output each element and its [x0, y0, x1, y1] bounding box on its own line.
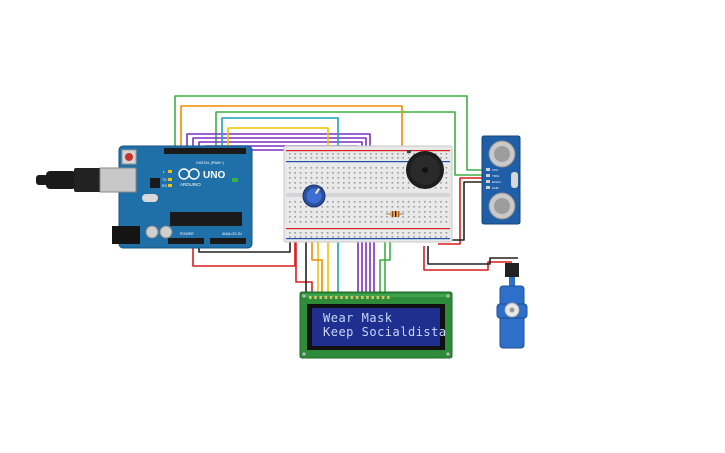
on-led — [232, 178, 238, 182]
breadboard-center-channel — [286, 193, 450, 197]
wire-green-top[interactable] — [174, 95, 482, 171]
usb-cable — [36, 168, 102, 192]
arduino-uno-board[interactable]: UNO ARDUINO DIGITAL (PWM~) ANALOG IN POW… — [36, 145, 253, 249]
wire-red-lcd[interactable] — [295, 242, 313, 298]
power-jack — [112, 226, 140, 244]
digital-header-label: DIGITAL (PWM~) — [196, 161, 224, 165]
piezo-buzzer[interactable] — [406, 150, 444, 189]
sensor-pins[interactable] — [486, 168, 490, 189]
sensor-pin-trig-label: TRIG — [492, 174, 500, 178]
breadboard-top-rail-positive — [286, 150, 450, 152]
power-header-label: POWER — [180, 232, 194, 236]
analog-header-label: ANALOG IN — [222, 232, 242, 236]
tx-led — [168, 178, 172, 181]
usb-chip — [150, 178, 160, 188]
rx-led — [168, 184, 172, 187]
sensor-crystal — [511, 172, 518, 188]
servo-connector — [505, 263, 519, 277]
wire-red-arduino[interactable] — [192, 240, 296, 267]
board-model-label: UNO — [203, 170, 225, 181]
potentiometer[interactable] — [302, 184, 326, 208]
wire-black-sensor[interactable] — [442, 181, 482, 241]
wire-black-servo[interactable] — [427, 246, 518, 265]
l-led — [168, 170, 172, 173]
crystal-oscillator — [142, 194, 158, 202]
digital-header[interactable] — [164, 148, 246, 154]
wire-orange[interactable] — [180, 105, 403, 152]
ultrasonic-sensor[interactable]: VCC TRIG ECHO GND — [481, 135, 521, 225]
breadboard-bottom-rail-positive — [286, 228, 450, 230]
usb-port — [99, 167, 137, 193]
capacitor-2 — [159, 225, 173, 239]
lcd-screen — [312, 308, 440, 346]
wire-green-second[interactable] — [215, 111, 482, 176]
atmega-chip — [170, 212, 242, 226]
breadboard-holes — [289, 153, 448, 238]
rx-label: RX — [162, 184, 168, 188]
reset-button[interactable] — [121, 149, 137, 165]
lcd-line-2: Keep Socialdista — [323, 325, 447, 339]
arduino-logo — [178, 168, 200, 180]
sensor-pin-echo-label: ECHO — [492, 180, 501, 184]
wire-red-sensor[interactable] — [438, 177, 482, 245]
resistor[interactable] — [386, 211, 404, 217]
lcd-pin-header[interactable] — [309, 296, 390, 299]
sensor-pin-gnd-label: GND — [492, 186, 500, 190]
breadboard-bottom-rail-negative — [286, 238, 450, 240]
sensor-pin-vcc-label: VCC — [492, 168, 499, 172]
wire-red-servo[interactable] — [423, 246, 512, 271]
l-label: L — [163, 170, 165, 174]
board-brand-label: ARDUINO — [180, 182, 201, 187]
breadboard-top-rail-negative — [286, 161, 450, 163]
capacitor-1 — [145, 225, 159, 239]
analog-header[interactable] — [210, 238, 246, 244]
power-header[interactable] — [168, 238, 204, 244]
lcd-display[interactable] — [299, 291, 453, 359]
lcd-line-1: Wear Mask — [323, 311, 393, 325]
tx-label: TX — [162, 178, 167, 182]
servo-motor[interactable] — [496, 263, 528, 349]
